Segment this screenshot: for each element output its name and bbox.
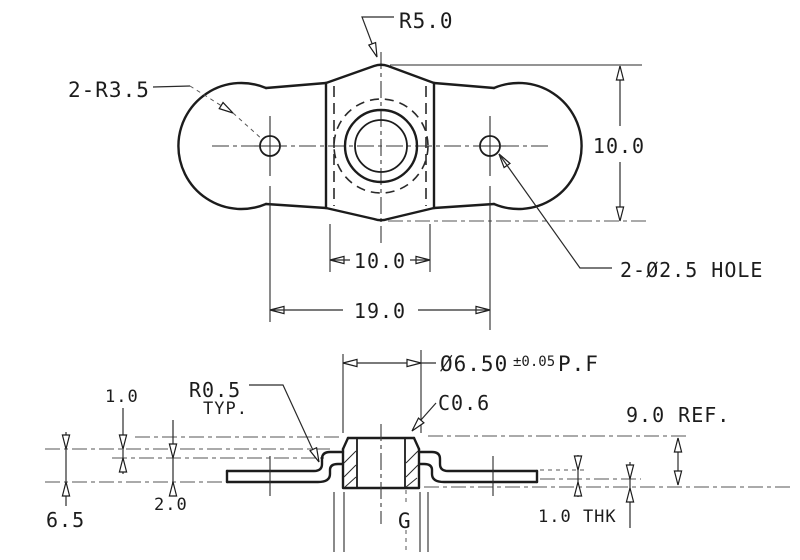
dim-overall-height: 10.0 xyxy=(388,64,646,222)
label-boss-width: 10.0 xyxy=(354,249,406,273)
label-6-5: 6.5 xyxy=(46,508,85,532)
label-holes-note: 2-Ø2.5 HOLE xyxy=(620,258,763,282)
dim-chamfer: C0.6 xyxy=(408,391,490,434)
label-corner-radius: 2-R3.5 xyxy=(68,78,150,102)
dim-6-5: 6.5 xyxy=(46,432,85,532)
label-apex-radius: R5.0 xyxy=(399,9,454,33)
center-boss-circles xyxy=(333,98,429,194)
dim-boss-diameter: Ø6.50 ±0.05 P.F xyxy=(342,350,599,433)
section-view: G Ø6.50 ±0.05 P.F C0.6 R0.5 TYP. xyxy=(45,350,790,552)
section-outline xyxy=(225,436,539,490)
label-2-0: 2.0 xyxy=(154,495,188,515)
label-fillet-typ: TYP. xyxy=(203,399,248,419)
dim-apex-radius: R5.0 xyxy=(361,9,454,59)
dim-hole-span: 19.0 xyxy=(269,186,491,330)
dim-1-0: 1.0 xyxy=(105,387,139,474)
dim-holes-note: 2-Ø2.5 HOLE xyxy=(495,151,763,282)
dim-2-0: 2.0 xyxy=(154,420,188,515)
dim-thickness: 1.0 THK xyxy=(538,455,635,528)
dim-boss-width: 10.0 xyxy=(329,224,431,273)
reference-levels xyxy=(45,435,790,488)
label-fillet-radius: R0.5 xyxy=(189,378,241,402)
label-boss-fit: P.F xyxy=(558,352,599,376)
label-boss-diameter: Ø6.50 xyxy=(440,352,508,376)
label-1-0: 1.0 xyxy=(105,387,139,407)
gauge-mark: G xyxy=(398,509,412,533)
top-view: R5.0 2-R3.5 10.0 10.0 xyxy=(68,9,763,330)
section-hatching xyxy=(343,450,419,488)
part-outline xyxy=(177,63,583,222)
label-overall-height: 10.0 xyxy=(593,134,645,158)
label-chamfer: C0.6 xyxy=(438,391,490,415)
section-centerlines: G xyxy=(269,424,494,552)
dim-height-reference: 9.0 REF. xyxy=(626,403,730,486)
label-height-reference: 9.0 REF. xyxy=(626,403,730,427)
dim-corner-radius: 2-R3.5 xyxy=(68,78,264,141)
label-hole-span: 19.0 xyxy=(354,299,406,323)
label-boss-tolerance: ±0.05 xyxy=(513,354,555,370)
mounting-holes xyxy=(254,135,506,157)
dim-fillet: R0.5 TYP. xyxy=(189,378,323,465)
label-thickness: 1.0 THK xyxy=(538,507,617,527)
